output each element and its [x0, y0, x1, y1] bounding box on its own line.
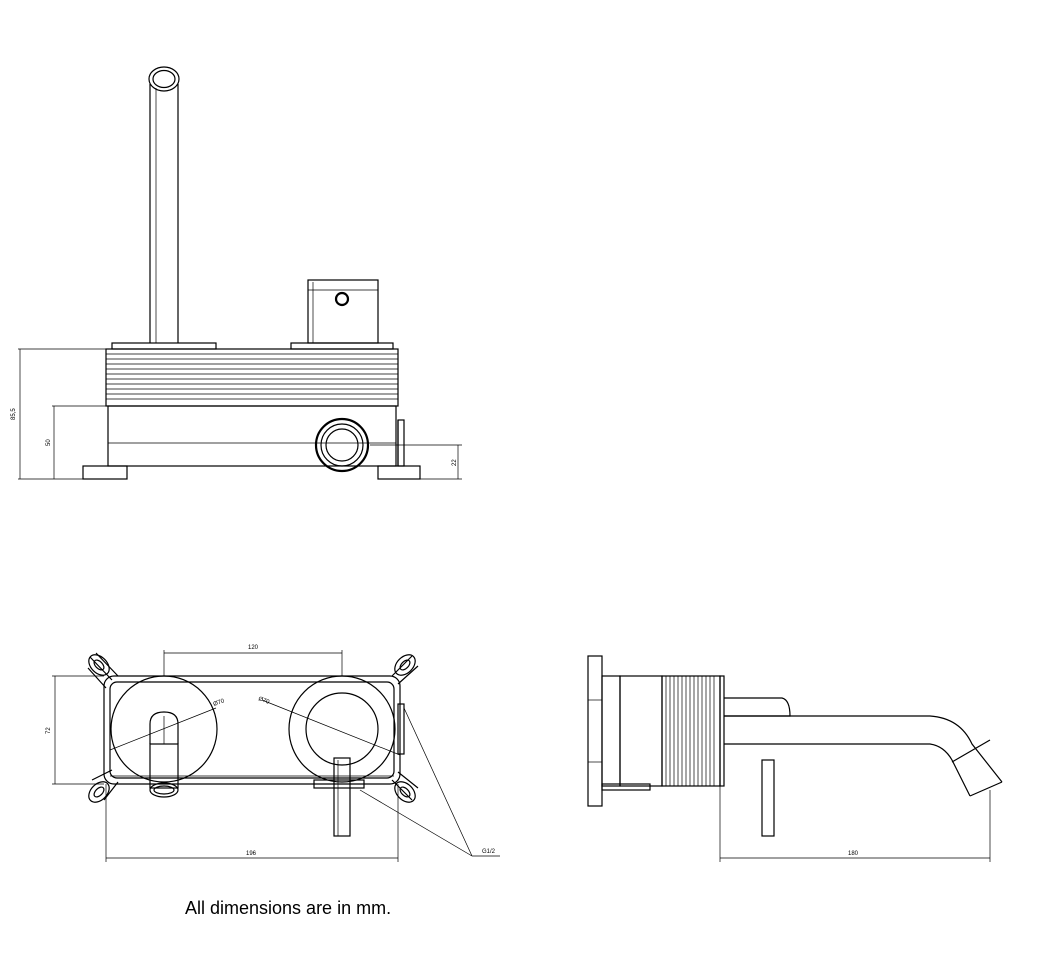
side-ribbed-section	[661, 675, 721, 787]
mounting-plate	[87, 652, 419, 803]
side-handle	[724, 697, 791, 837]
dim-body-height: 50	[46, 439, 52, 446]
ribbed-body	[105, 348, 399, 407]
handle-rosette-plan	[288, 675, 396, 837]
side-spout	[724, 715, 1003, 797]
side-dimensions: 180	[719, 786, 991, 862]
spout-pipe	[148, 66, 180, 343]
front-dimensions: 85,5 50 22	[11, 348, 462, 480]
rough-in-box	[82, 405, 421, 480]
plan-dimensions: Ø70 Ø70 120 72 196 G1/2	[46, 645, 500, 862]
dim-total-height: 85,5	[11, 408, 17, 420]
front-elevation-view: 85,5 50 22	[11, 66, 462, 480]
side-view: 180	[587, 655, 1003, 862]
dim-thread: G1/2	[482, 849, 496, 855]
dim-diameter-left: Ø70	[213, 698, 226, 708]
dim-plan-height: 72	[46, 727, 52, 734]
units-note: All dimensions are in mm.	[185, 898, 392, 918]
side-face-plate	[719, 675, 725, 787]
plan-view: Ø70 Ø70 120 72 196 G1/2	[46, 645, 500, 862]
spout-rosette-plan	[110, 675, 218, 798]
dim-side-projection: 180	[848, 851, 859, 857]
wall-flange	[587, 655, 651, 807]
spout-rosette	[111, 342, 217, 350]
side-body	[619, 675, 663, 787]
outlet-fitting	[314, 417, 370, 473]
dim-centers: 120	[248, 645, 259, 651]
mixer-handle	[290, 279, 394, 350]
dim-plan-width: 196	[246, 851, 257, 857]
dim-outlet-height: 22	[452, 459, 458, 466]
dim-diameter-right: Ø70	[257, 696, 270, 706]
